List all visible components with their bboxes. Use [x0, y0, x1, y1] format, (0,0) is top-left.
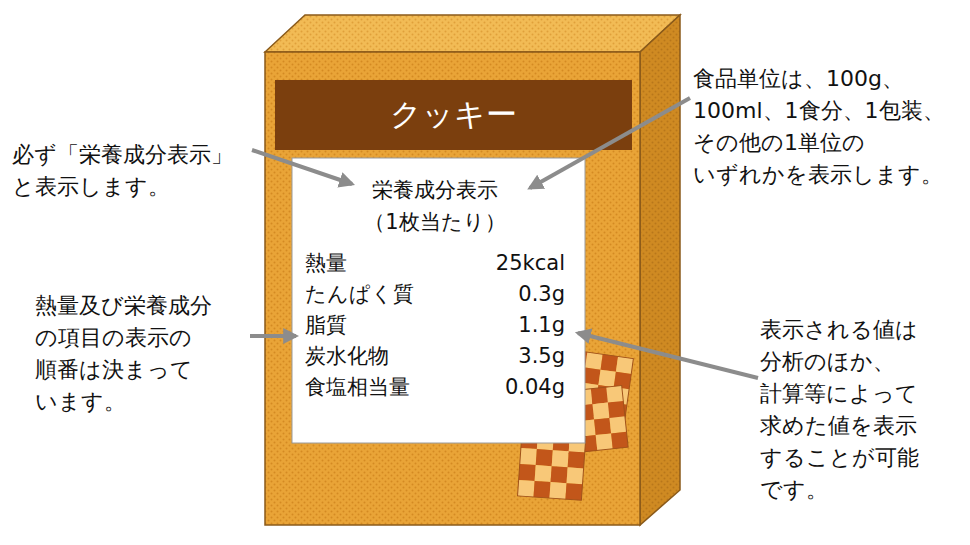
nutrient-value: 0.04g	[496, 372, 565, 403]
cookie-square	[519, 464, 536, 481]
cookie-square	[565, 483, 582, 500]
nutrition-table: 熱量 25kcal たんぱく質 0.3g 脂質 1.1g 炭水化物 3.5g 食塩相当量 0.04…	[305, 248, 565, 403]
cookie-square	[598, 370, 616, 388]
cookie-square	[591, 387, 608, 404]
label-serving-unit: （1枚当たり）	[305, 206, 565, 238]
cookie-square	[533, 481, 550, 498]
product-name: クッキー	[390, 94, 517, 136]
brand-band	[275, 80, 632, 150]
nutrient-value: 0.3g	[496, 279, 565, 310]
leader-arrow	[252, 150, 352, 184]
nutrient-name: 脂質	[305, 310, 484, 341]
callout-note: 必ず「栄養成分表示」 と表示します。	[12, 139, 233, 203]
cookie-square	[592, 403, 609, 420]
cookie-square	[520, 448, 537, 465]
cookie-square	[551, 466, 568, 483]
cookie-square	[585, 352, 603, 370]
nutrient-name: 食塩相当量	[305, 372, 484, 403]
nutrient-value: 1.1g	[496, 310, 565, 341]
nutrient-name: 炭水化物	[305, 341, 484, 372]
callout-note: 食品単位は、100g、 100ml、1食分、1包装、 その他の1単位の いずれか…	[693, 63, 945, 191]
leader-arrow	[578, 333, 758, 378]
label-heading: 栄養成分表示	[305, 174, 565, 206]
box-side	[640, 15, 680, 525]
leader-arrow	[530, 98, 690, 188]
box-front	[265, 52, 640, 525]
cookie-square	[552, 450, 569, 467]
nutrient-name: たんぱく質	[305, 279, 484, 310]
brand-band: クッキー	[275, 80, 632, 150]
cookie-square	[594, 418, 611, 435]
cookie-square	[611, 432, 628, 449]
cookie-square	[567, 467, 584, 484]
leader-arrow	[250, 334, 296, 338]
nutrient-name: 熱量	[305, 248, 484, 279]
cookie-square	[616, 356, 634, 374]
cookie-square	[596, 433, 613, 450]
box-top	[265, 15, 680, 52]
callout-note: 表示される値は 分析のほか、 計算等によって 求めた値を表示 することが可能 で…	[760, 314, 919, 506]
cookie-square	[536, 449, 553, 466]
callout-note: 熱量及び栄養成分 の項目の表示の 順番は決まって います。	[35, 290, 212, 418]
cookie-square	[549, 482, 566, 499]
cookie-square	[583, 368, 601, 386]
nutrition-label: 栄養成分表示（1枚当たり） 熱量 25kcal たんぱく質 0.3g 脂質 1.1g 炭水化物…	[292, 158, 585, 443]
cookie-square	[518, 480, 535, 497]
cookie-square	[568, 451, 585, 468]
nutrient-value: 25kcal	[496, 248, 565, 279]
nutrient-value: 3.5g	[496, 341, 565, 372]
cookie-square	[608, 401, 625, 418]
cookie-square	[606, 386, 623, 403]
cookie-square	[601, 354, 619, 372]
label-panel	[292, 158, 585, 443]
cookie-square	[609, 416, 626, 433]
cookie-square	[535, 465, 552, 482]
